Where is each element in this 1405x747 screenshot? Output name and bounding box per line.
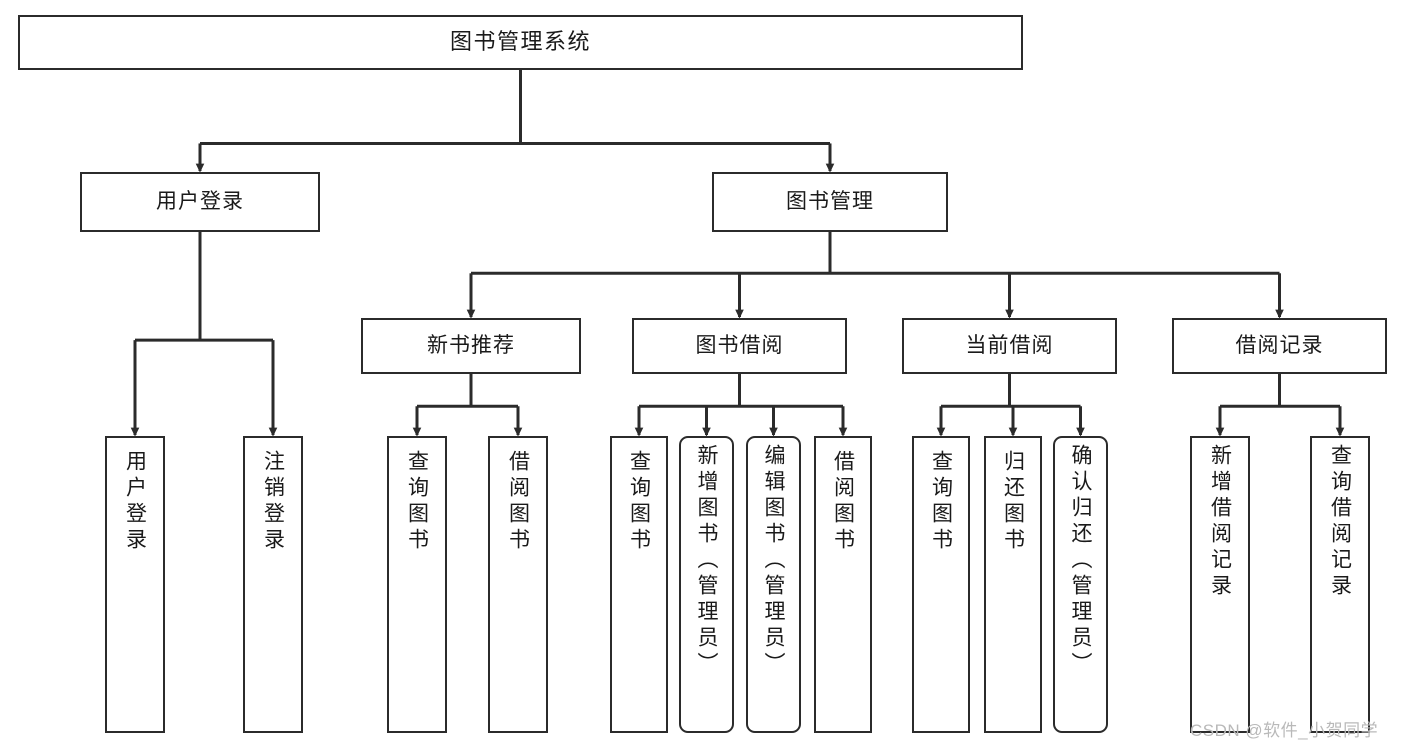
node-leaf-borrow-book-1-label: 借阅图书 (506, 450, 530, 554)
node-leaf-query-book-3-label: 查询图书 (929, 450, 953, 554)
node-book-borrow-label: 图书借阅 (695, 333, 784, 357)
node-user-login-label: 用户登录 (156, 189, 244, 213)
node-leaf-borrow-book-2-label: 借阅图书 (831, 450, 855, 554)
node-leaf-confirm-return[interactable]: 确认归还（管理员） (1053, 436, 1108, 733)
node-leaf-borrow-book-1[interactable]: 借阅图书 (488, 436, 548, 733)
node-book-manage[interactable]: 图书管理 (712, 172, 948, 232)
watermark: CSDN @软件_小贺同学 (1190, 721, 1379, 740)
node-current-borrow-label: 当前借阅 (965, 333, 1054, 357)
node-leaf-query-book-1[interactable]: 查询图书 (387, 436, 447, 733)
node-leaf-add-record-label: 新增借阅记录 (1208, 444, 1232, 600)
node-root[interactable]: 图书管理系统 (18, 15, 1023, 70)
node-leaf-query-record[interactable]: 查询借阅记录 (1310, 436, 1370, 733)
node-leaf-logout[interactable]: 注销登录 (243, 436, 303, 733)
node-leaf-return-book[interactable]: 归还图书 (984, 436, 1042, 733)
node-current-borrow[interactable]: 当前借阅 (902, 318, 1117, 374)
node-user-login[interactable]: 用户登录 (80, 172, 320, 232)
node-borrow-record[interactable]: 借阅记录 (1172, 318, 1387, 374)
node-leaf-logout-label: 注销登录 (261, 450, 285, 554)
node-new-book-rec-label: 新书推荐 (427, 333, 515, 357)
node-book-manage-label: 图书管理 (786, 189, 874, 213)
node-book-borrow[interactable]: 图书借阅 (632, 318, 847, 374)
node-leaf-edit-book-label: 编辑图书（管理员） (762, 444, 785, 678)
node-leaf-user-login-label: 用户登录 (123, 450, 147, 554)
node-new-book-rec[interactable]: 新书推荐 (361, 318, 581, 374)
node-borrow-record-label: 借阅记录 (1235, 333, 1324, 357)
node-leaf-query-book-2-label: 查询图书 (627, 450, 651, 554)
node-leaf-borrow-book-2[interactable]: 借阅图书 (814, 436, 872, 733)
node-leaf-return-book-label: 归还图书 (1001, 450, 1025, 554)
node-leaf-confirm-return-label: 确认归还（管理员） (1069, 444, 1092, 678)
node-root-label: 图书管理系统 (449, 29, 591, 55)
node-leaf-add-book-label: 新增图书（管理员） (695, 444, 718, 678)
node-leaf-query-book-3[interactable]: 查询图书 (912, 436, 970, 733)
node-leaf-query-book-1-label: 查询图书 (405, 450, 429, 554)
node-leaf-add-record[interactable]: 新增借阅记录 (1190, 436, 1250, 733)
node-leaf-user-login[interactable]: 用户登录 (105, 436, 165, 733)
node-leaf-query-book-2[interactable]: 查询图书 (610, 436, 668, 733)
node-leaf-add-book[interactable]: 新增图书（管理员） (679, 436, 734, 733)
node-leaf-query-record-label: 查询借阅记录 (1328, 444, 1352, 600)
node-leaf-edit-book[interactable]: 编辑图书（管理员） (746, 436, 801, 733)
